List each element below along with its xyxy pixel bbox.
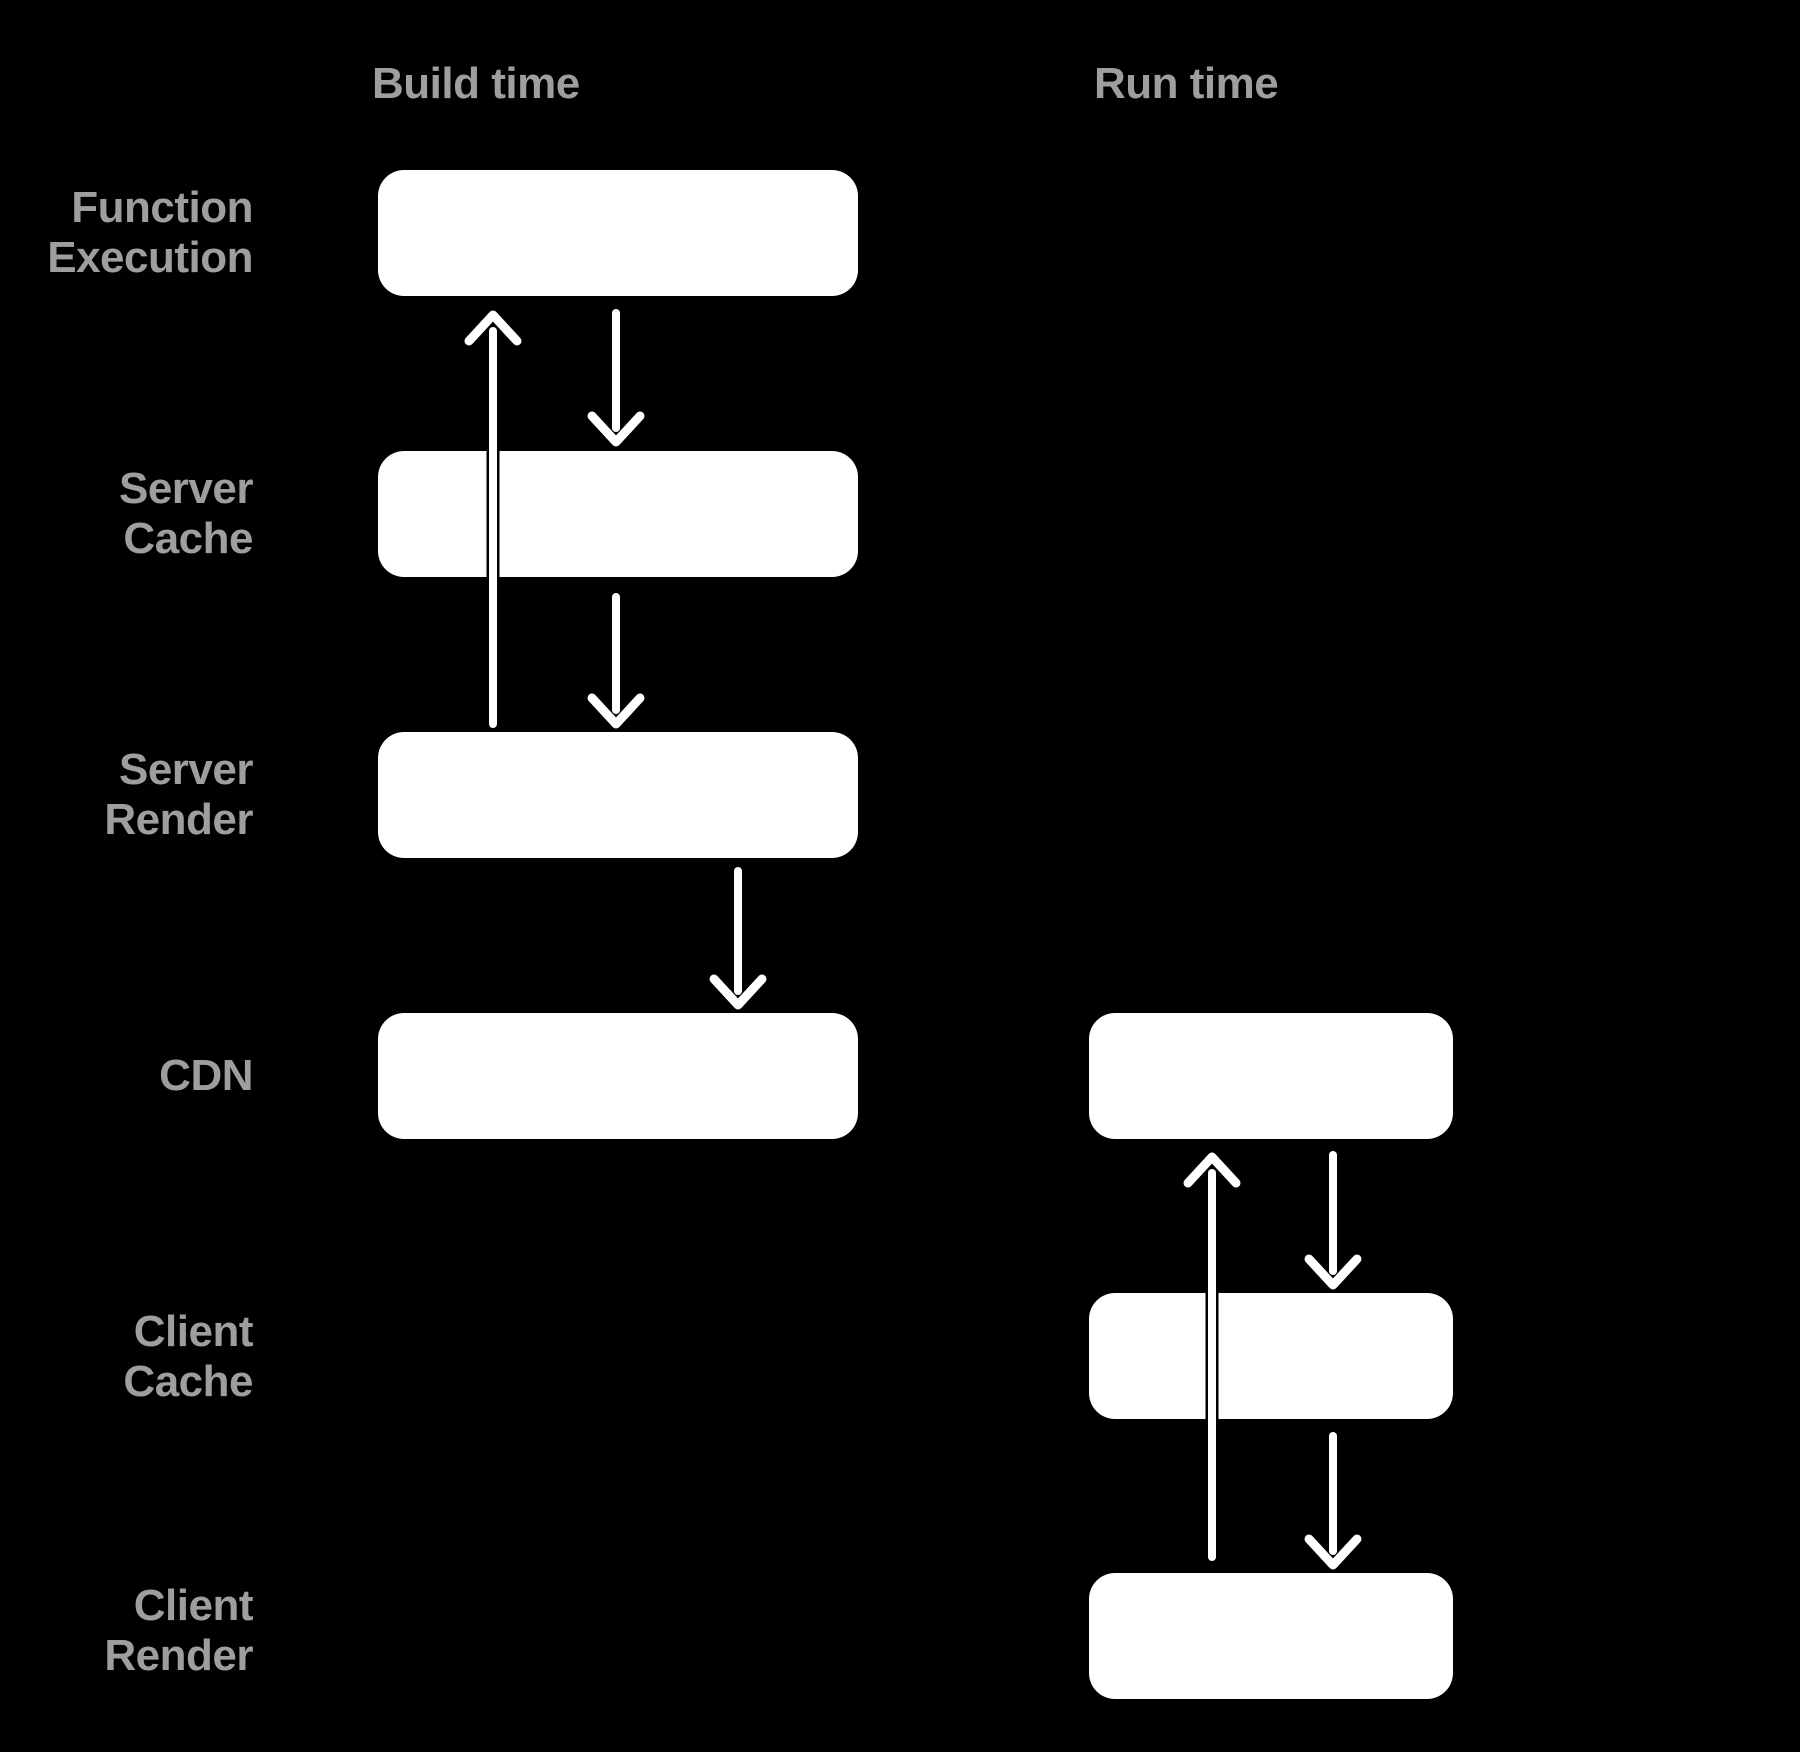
arrow-head — [1304, 1254, 1362, 1290]
arrow-down-icon — [587, 590, 645, 729]
row-label-server-cache: Server Cache — [118, 464, 254, 563]
arrow-down-icon — [709, 864, 767, 1010]
box-build-function-execution — [378, 170, 858, 296]
row-label-server-render: Server Render — [104, 745, 253, 844]
row-label-function-execution: Function Execution — [47, 183, 253, 282]
arrow-head — [1304, 1534, 1362, 1570]
run-time-heading: Run time — [1094, 59, 1279, 108]
arrow-up-icon — [1183, 1152, 1241, 1564]
box-run-client-render — [1089, 1573, 1453, 1699]
box-run-client-cache — [1089, 1293, 1453, 1419]
box-run-cdn — [1089, 1013, 1453, 1139]
arrow-down-icon — [1304, 1429, 1362, 1570]
arrow-head — [587, 693, 645, 729]
arrow-head — [464, 310, 522, 346]
arrow-up-icon — [464, 310, 522, 731]
arrow-down-icon — [1304, 1148, 1362, 1290]
build-time-heading: Build time — [372, 59, 580, 108]
arrow-head — [587, 411, 645, 447]
arrow-down-icon — [587, 306, 645, 447]
row-label-client-cache: Client Cache — [123, 1307, 253, 1406]
row-label-client-render: Client Render — [104, 1581, 253, 1680]
row-label-cdn: CDN — [159, 1051, 253, 1100]
box-build-server-render — [378, 732, 858, 858]
box-build-server-cache — [378, 451, 858, 577]
box-build-cdn — [378, 1013, 858, 1139]
arrow-head — [1183, 1152, 1241, 1188]
arrow-head — [709, 974, 767, 1010]
